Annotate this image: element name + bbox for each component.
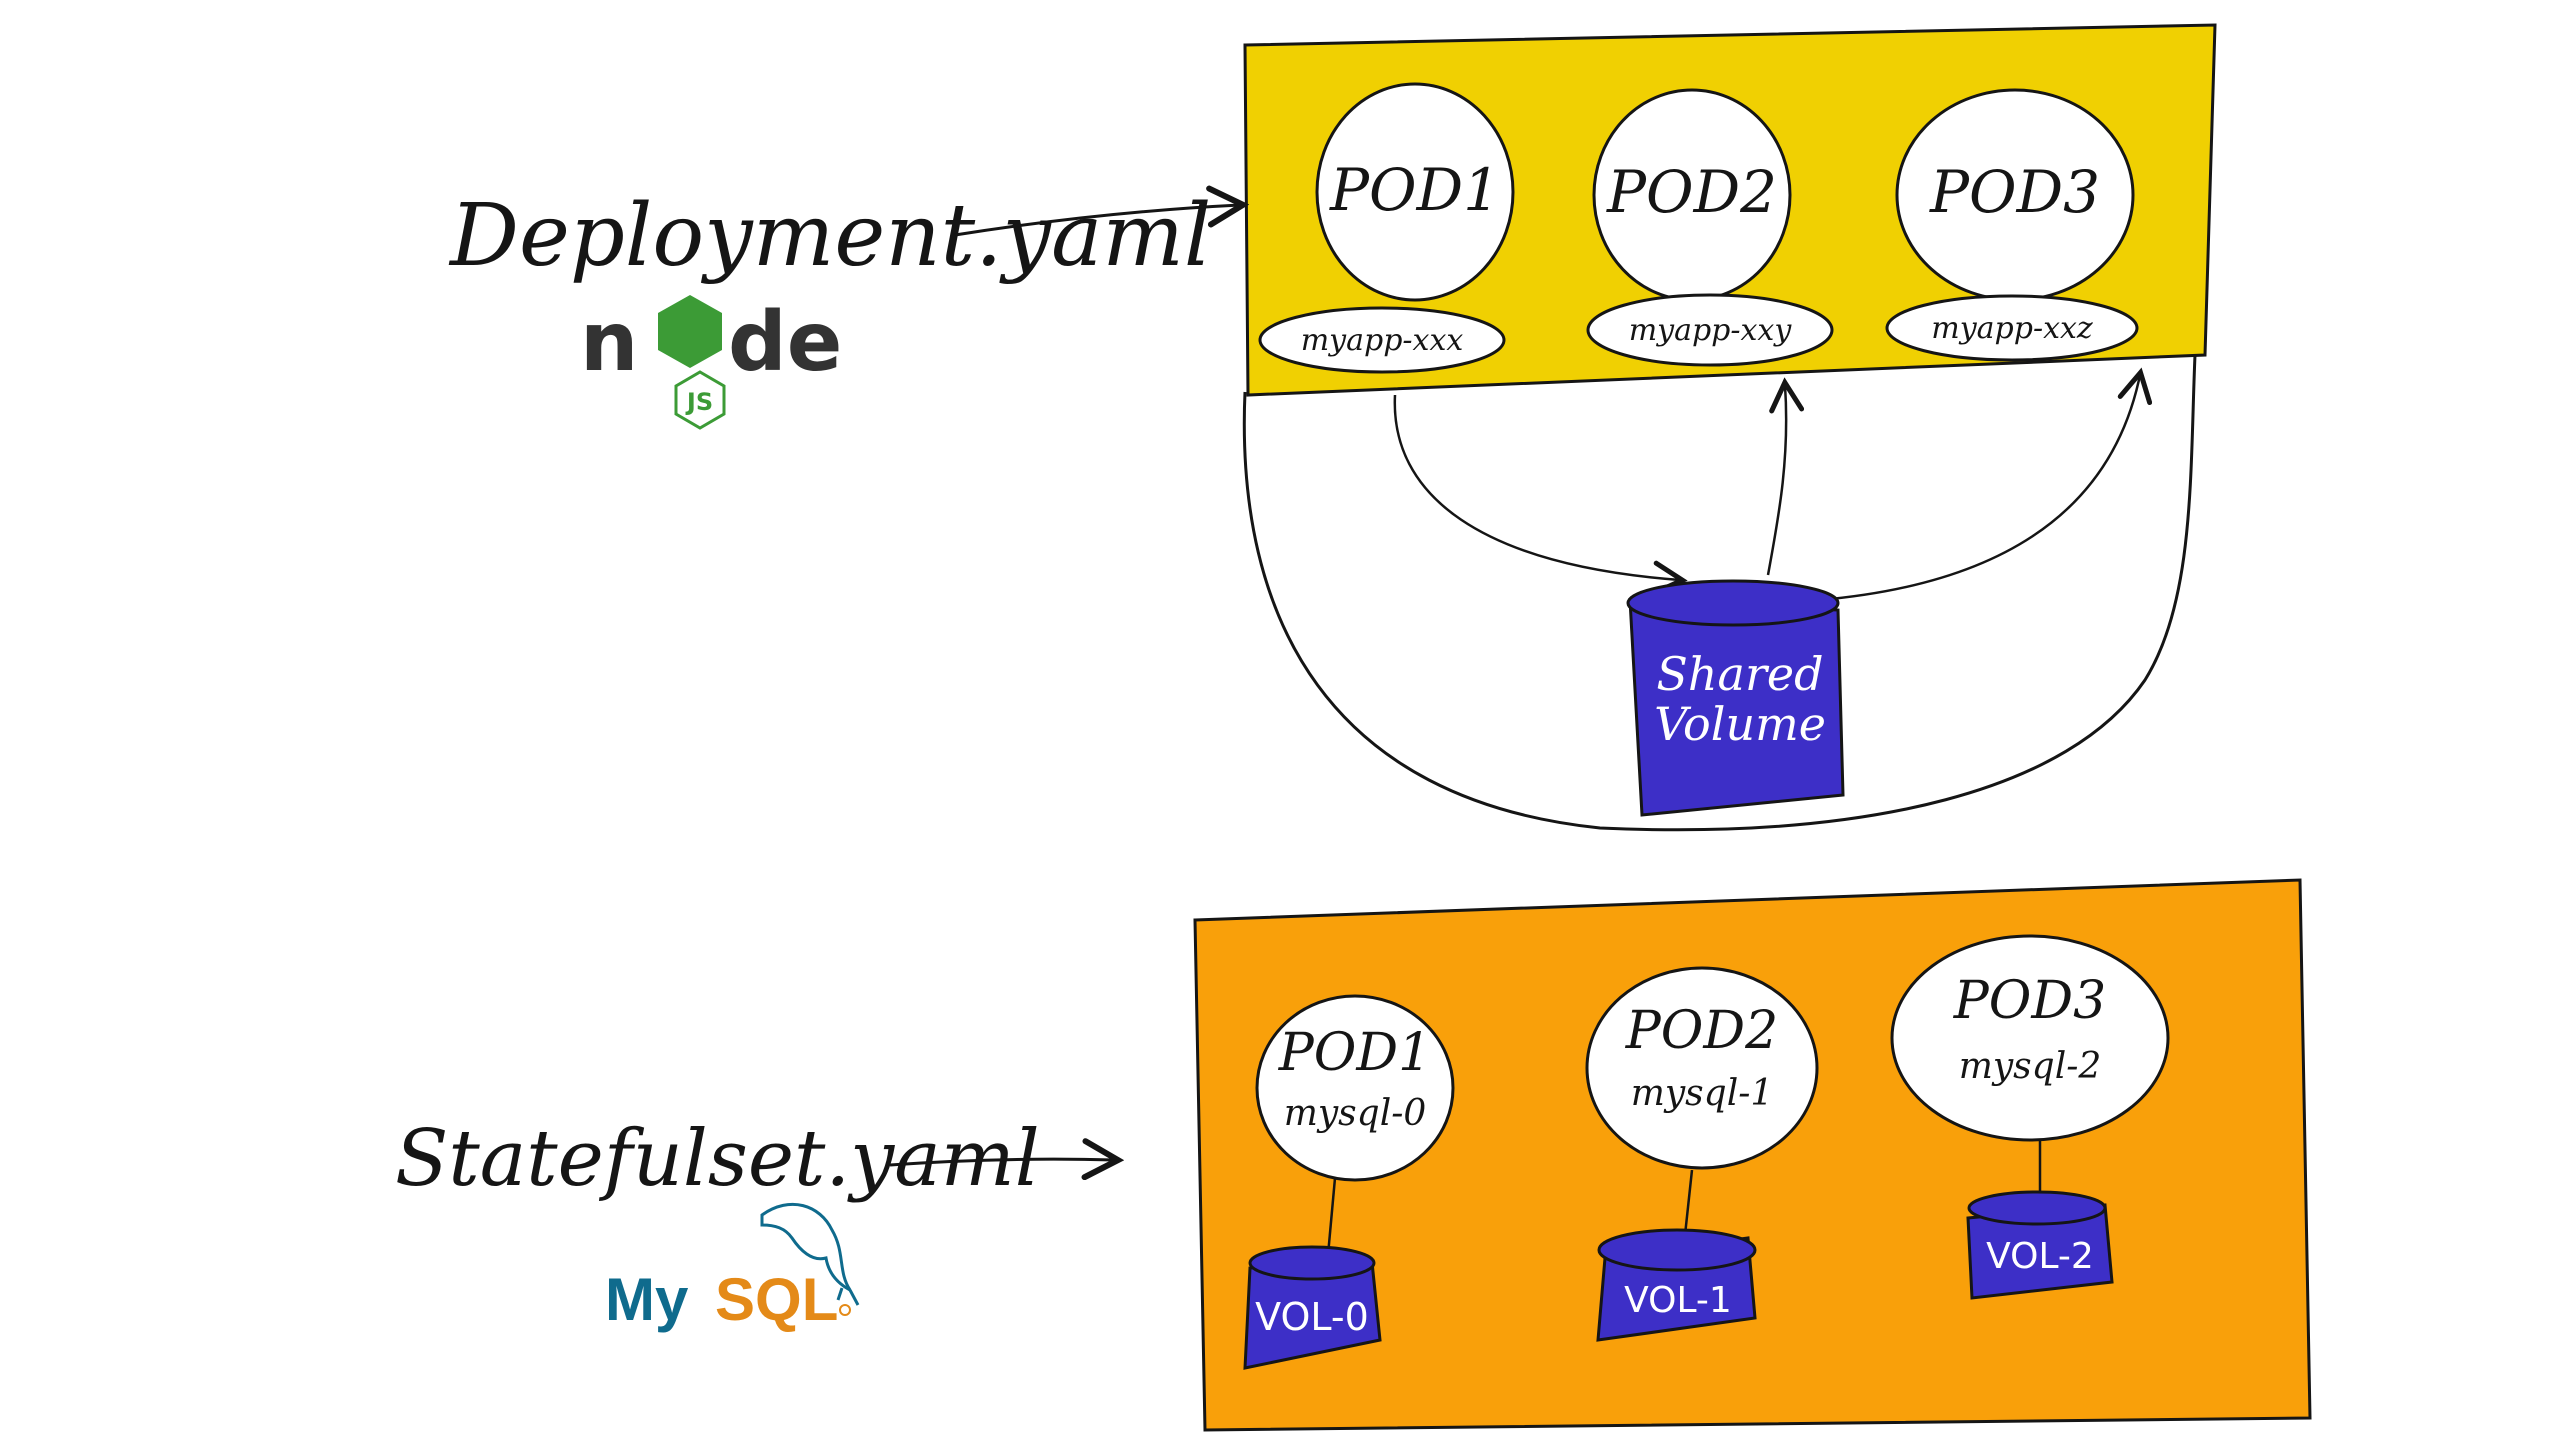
deployment-pod-1-tag: myapp-xxx [1301, 323, 1464, 358]
deployment-pod-3-tag: myapp-xxz [1931, 311, 2093, 346]
statefulset-yaml-label: Statefulset.yaml [395, 1114, 1040, 1204]
pod1-to-volume-line [1393, 394, 1680, 580]
deployment-pod-3: POD3 myapp-xxz [1885, 88, 2139, 362]
statefulset-volume-1-label: VOL-1 [1624, 1280, 1732, 1321]
statefulset-pod-3: POD3 mysql-2 [1890, 934, 2170, 1198]
statefulset-volume-1: VOL-1 [1596, 1228, 1757, 1342]
statefulset-pod-3-instance: mysql-2 [1959, 1046, 2102, 1087]
deployment-pod-2: POD2 myapp-xxy [1586, 88, 1834, 367]
shared-volume-line1: Shared [1656, 647, 1823, 701]
statefulset-pod-3-name: POD3 [1953, 971, 2106, 1031]
deployment-loop-outline [1242, 354, 2197, 832]
nodejs-logo-text-de: de [728, 295, 842, 390]
shared-volume-line2: Volume [1654, 697, 1826, 751]
mysql-logo-text-sql: SQL [715, 1266, 838, 1333]
statefulset-pod-2: POD2 mysql-1 [1585, 966, 1819, 1236]
deployment-arrow [954, 205, 1240, 237]
deployment-pod-1-name: POD1 [1329, 156, 1500, 224]
pod3-to-volume-line [1819, 375, 2140, 602]
deployment-yaml-label: Deployment.yaml [448, 186, 1211, 286]
statefulset-pod-1: POD1 mysql-0 [1255, 994, 1455, 1256]
deployment-pod-3-name: POD3 [1929, 158, 2100, 226]
nodejs-logo-badge: JS [685, 388, 713, 416]
nodejs-logo-icon: n de JS [580, 295, 842, 430]
mysql-logo: My SQL [605, 1202, 860, 1333]
statefulset-arrow [889, 1159, 1115, 1165]
pod2-to-volume-line [1766, 385, 1786, 576]
mysql-logo-text-my: My [605, 1266, 689, 1333]
deployment-pod-2-name: POD2 [1606, 158, 1777, 226]
statefulset-volume-2: VOL-2 [1966, 1190, 2114, 1300]
statefulset-pod-1-instance: mysql-0 [1284, 1093, 1427, 1134]
shared-volume: Shared Volume [1626, 579, 1845, 817]
statefulset-volume-0: VOL-0 [1243, 1245, 1382, 1370]
statefulset-volume-0-label: VOL-0 [1255, 1295, 1369, 1339]
nodejs-logo-text-n: n [580, 295, 638, 390]
deployment-pod-1: POD1 myapp-xxx [1258, 82, 1515, 374]
statefulset-pod-1-name: POD1 [1278, 1023, 1431, 1083]
deployment-pod-2-tag: myapp-xxy [1629, 313, 1793, 348]
statefulset-pod-2-instance: mysql-1 [1631, 1073, 1774, 1114]
statefulset-pod-2-name: POD2 [1625, 1001, 1778, 1061]
statefulset-volume-2-label: VOL-2 [1986, 1236, 2094, 1277]
mysql-dolphin-icon [760, 1202, 860, 1306]
